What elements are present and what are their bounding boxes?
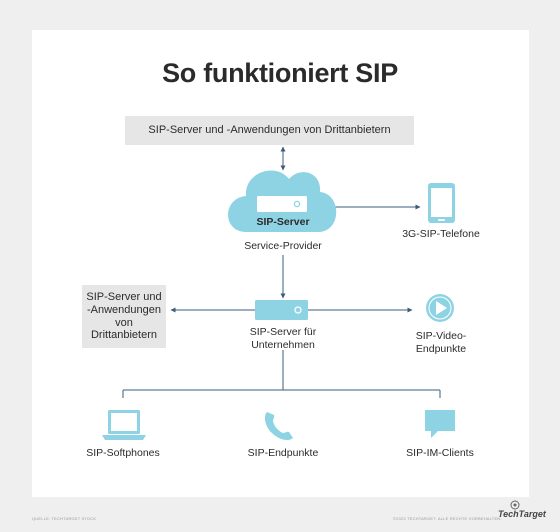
label-im-clients: SIP-IM-Clients: [406, 447, 474, 459]
label-3g-phones: 3G-SIP-Telefone: [402, 228, 480, 240]
mobile-phone-icon: [428, 183, 455, 223]
laptop-icon: [102, 410, 146, 440]
label-video-endpoints: SIP-Video- Endpunkte: [394, 330, 488, 355]
label-softphones: SIP-Softphones: [86, 447, 160, 459]
label-enterprise-server-line1: SIP-Server für: [249, 326, 317, 338]
chat-bubble-icon: [425, 410, 455, 438]
cloud-server-icon: [257, 196, 307, 212]
third-party-box-top-label: SIP-Server und -Anwendungen von Drittanb…: [148, 124, 391, 137]
label-endpoints: SIP-Endpunkte: [247, 447, 319, 459]
brand-wordmark: TechTarget: [498, 509, 546, 519]
copyright-note: ©2023 TECHTARGET. ALLE RECHTE VORBEHALTE…: [393, 516, 502, 521]
enterprise-server-icon: [255, 300, 308, 320]
third-party-box-left: SIP-Server und -Anwendungen von Drittanb…: [82, 285, 166, 348]
label-service-provider: Service-Provider: [244, 240, 322, 252]
label-cloud-server: SIP-Server: [256, 216, 310, 228]
telephone-handset-icon: [264, 412, 293, 441]
video-play-icon: [426, 294, 454, 322]
label-enterprise-server-line2: Unternehmen: [251, 338, 315, 351]
label-video-line2: Endpunkte: [415, 342, 467, 355]
label-enterprise-server: SIP-Server für Unternehmen: [236, 326, 330, 351]
third-party-box-left-label: SIP-Server und -Anwendungen von Drittanb…: [86, 291, 162, 342]
source-note: QUELLE: TECHTARGET STOCK: [32, 516, 97, 521]
techtarget-logo-icon: [510, 500, 520, 510]
third-party-box-top: SIP-Server und -Anwendungen von Drittanb…: [125, 116, 414, 145]
label-video-line1: SIP-Video-: [415, 330, 467, 342]
diagram-title: So funktioniert SIP: [162, 58, 398, 88]
